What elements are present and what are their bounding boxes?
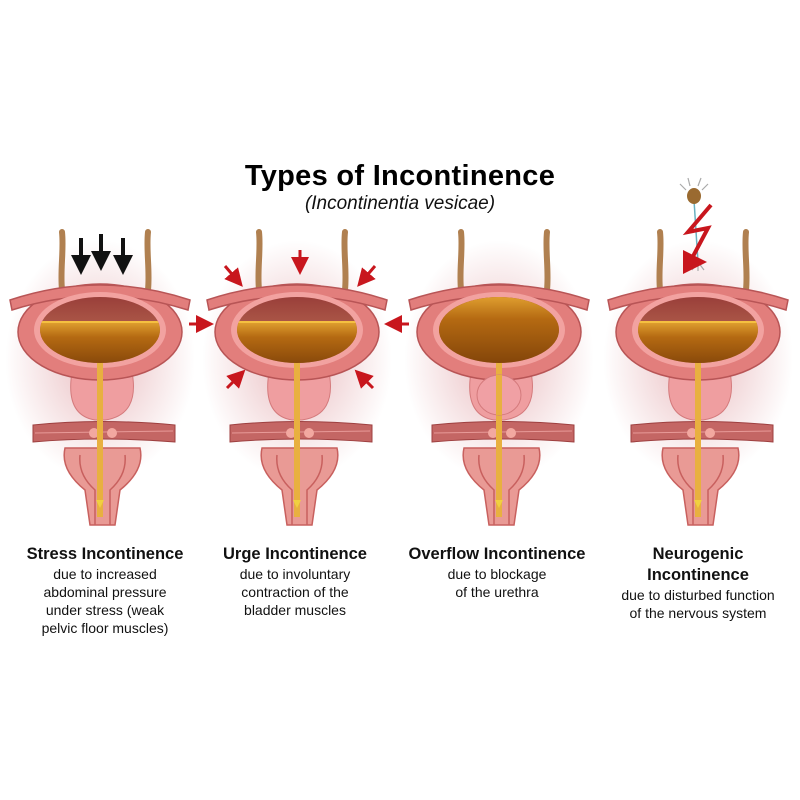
stress-incontinence-illustration — [5, 232, 195, 525]
type-name: Neurogenic Incontinence — [647, 545, 749, 584]
stress-caption: Stress Incontinence due to increased abd… — [5, 544, 205, 637]
type-description: due to disturbed function of the nervous… — [621, 587, 775, 621]
red-contraction-arrows-icon — [189, 250, 409, 390]
lightning-bolt-icon — [682, 203, 713, 274]
type-name: Overflow Incontinence — [408, 545, 586, 563]
page-title: Types of Incontinence — [244, 160, 556, 192]
type-description: due to increased abdominal pressure unde… — [41, 566, 169, 636]
black-pressure-arrows-icon — [71, 234, 133, 275]
urge-caption: Urge Incontinence due to involuntary con… — [195, 544, 395, 619]
type-description: due to blockage of the urethra — [447, 566, 547, 600]
page-subtitle: (Incontinentia vesicae) — [304, 193, 496, 214]
overflow-caption: Overflow Incontinence due to blockage of… — [397, 544, 597, 601]
urge-incontinence-illustration — [189, 232, 409, 525]
type-description: due to involuntary contraction of the bl… — [239, 566, 351, 618]
neurogenic-caption: Neurogenic Incontinence due to disturbed… — [598, 544, 798, 622]
type-name: Stress Incontinence — [26, 545, 184, 563]
overflow-incontinence-illustration — [404, 232, 594, 525]
type-name: Urge Incontinence — [223, 545, 367, 563]
neurogenic-incontinence-illustration — [603, 177, 793, 525]
